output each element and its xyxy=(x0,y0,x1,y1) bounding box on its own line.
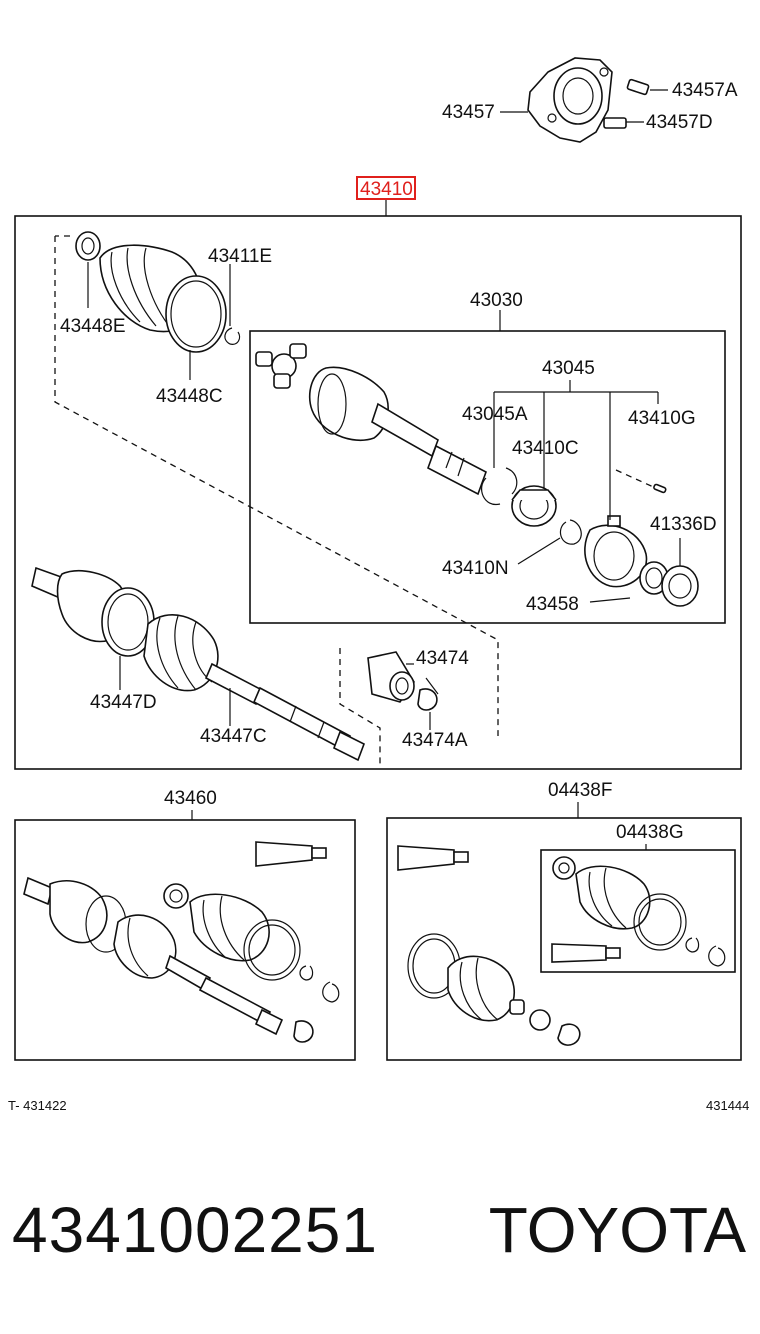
outer-joint-kit-left[interactable] xyxy=(23,876,284,1036)
parts-diagram: 43457 43457A 43457D 43410 43411E 43448E … xyxy=(8,57,749,1113)
label-43410N: 43410N xyxy=(442,558,509,579)
label-04438G: 04438G xyxy=(616,822,684,843)
label-43458: 43458 xyxy=(526,594,579,615)
footer-left-code: T- 431422 xyxy=(8,1098,67,1113)
label-43411E: 43411E xyxy=(208,246,272,267)
shaft-43447C[interactable] xyxy=(204,662,366,762)
ring-43410G[interactable] xyxy=(615,469,667,494)
clamp-43448E[interactable] xyxy=(75,231,101,261)
label-41336D: 41336D xyxy=(650,514,717,535)
grease-tube-right[interactable] xyxy=(397,845,469,871)
label-43448E: 43448E xyxy=(60,316,126,337)
main-assembly-frame xyxy=(14,215,742,770)
inner-housing[interactable] xyxy=(308,366,487,496)
boot-kit-left[interactable] xyxy=(163,883,340,1043)
highlight-box xyxy=(356,176,416,200)
label-43410[interactable]: 43410 xyxy=(360,179,413,200)
label-43460: 43460 xyxy=(164,788,217,809)
snap-ring-43410N[interactable] xyxy=(559,519,582,545)
bracket-43457[interactable] xyxy=(500,57,613,143)
footer-right-code: 431444 xyxy=(706,1098,749,1113)
label-43045A: 43045A xyxy=(462,404,528,425)
boot-kit-right-inner[interactable] xyxy=(551,856,726,967)
damper-43474[interactable] xyxy=(367,651,415,703)
outer-joint-43447D[interactable] xyxy=(31,566,219,692)
dust-cover-43458[interactable] xyxy=(584,515,648,588)
label-43474: 43474 xyxy=(416,648,469,669)
kit-43460-frame xyxy=(14,819,356,1061)
damper-clamp-43474A[interactable] xyxy=(417,677,439,711)
bolt-43457D[interactable] xyxy=(603,117,644,129)
snap-ring-43045A[interactable] xyxy=(481,467,518,506)
bearing-43410C[interactable] xyxy=(511,485,557,527)
seal-41336D[interactable] xyxy=(639,561,699,607)
label-43457: 43457 xyxy=(442,102,495,123)
label-43457A: 43457A xyxy=(672,80,738,101)
label-43045: 43045 xyxy=(542,358,595,379)
part-number: 4341002251 xyxy=(12,1194,378,1266)
brand-name: TOYOTA xyxy=(488,1194,746,1266)
label-43448C: 43448C xyxy=(156,386,223,407)
kit-04438G-frame xyxy=(540,849,736,973)
grease-tube-left[interactable] xyxy=(255,841,327,867)
tripod-spider[interactable] xyxy=(255,343,307,389)
label-43447D: 43447D xyxy=(90,692,157,713)
label-04438F: 04438F xyxy=(548,780,612,801)
boot-kit-right-outer[interactable] xyxy=(407,933,581,1046)
label-43447C: 43447C xyxy=(200,726,267,747)
bolt-43457A[interactable] xyxy=(626,78,668,96)
inner-joint-frame xyxy=(249,330,726,624)
caption-bar: 4341002251 TOYOTA xyxy=(0,1185,760,1295)
label-43410G: 43410G xyxy=(628,408,696,429)
kit-04438F-frame xyxy=(386,817,742,1061)
label-43457D: 43457D xyxy=(646,112,713,133)
clamp-43411E[interactable] xyxy=(224,327,241,345)
label-43030: 43030 xyxy=(470,290,523,311)
clamp-43448C[interactable] xyxy=(165,275,227,353)
label-43410C: 43410C xyxy=(512,438,579,459)
label-43474A: 43474A xyxy=(402,730,468,751)
